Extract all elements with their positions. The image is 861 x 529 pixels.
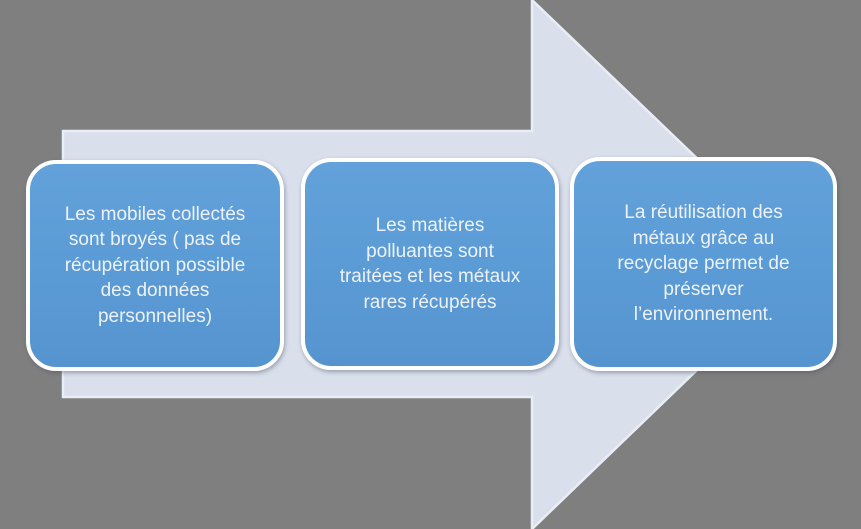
process-step-2: Les matières polluantes sont traitées et…: [301, 158, 559, 370]
process-step-1-label: Les mobiles collectés sont broyés ( pas …: [64, 203, 246, 327]
process-step-3-label: La réutilisation des métaux grâce au rec…: [617, 202, 790, 326]
process-step-3: La réutilisation des métaux grâce au rec…: [570, 157, 837, 371]
process-step-1: Les mobiles collectés sont broyés ( pas …: [26, 160, 284, 371]
process-step-2-label: Les matières polluantes sont traitées et…: [339, 215, 521, 313]
